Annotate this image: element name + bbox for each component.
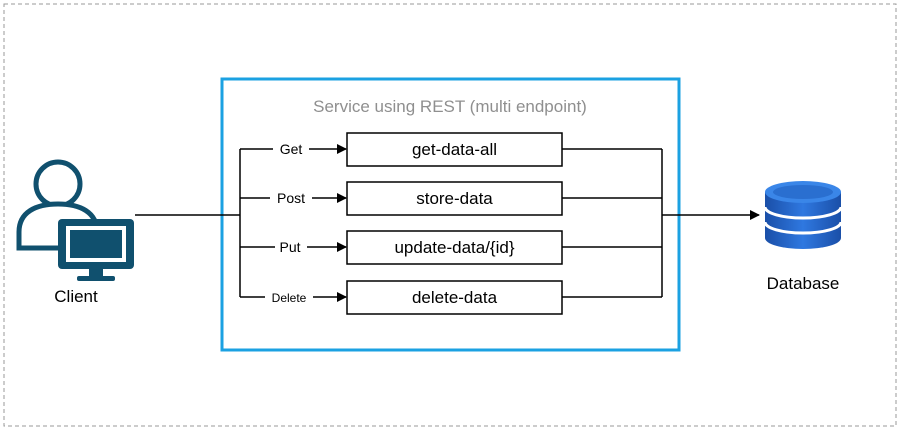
method-label-bg: [265, 290, 313, 305]
endpoint-row-0: Get get-data-all: [240, 132, 662, 167]
method-label-bg: [273, 141, 309, 157]
method-label-bg: [275, 239, 307, 255]
endpoint-row-2: Put update-data/{id}: [240, 230, 662, 265]
method-label: Get: [280, 141, 303, 157]
outer-dashed-frame: [3, 3, 897, 427]
method-label: Post: [277, 190, 305, 206]
endpoint-box: [346, 132, 563, 167]
endpoint-name: update-data/{id}: [394, 238, 514, 257]
endpoint-name: delete-data: [412, 288, 498, 307]
database-label: Database: [767, 274, 840, 293]
method-label-bg: [270, 190, 312, 206]
endpoint-row-3: Delete delete-data: [240, 280, 662, 315]
endpoint-name: get-data-all: [412, 140, 497, 159]
endpoint-box: [346, 230, 563, 265]
database-cylinder-icon: [763, 181, 843, 249]
method-label: Delete: [272, 291, 307, 305]
client-label: Client: [54, 287, 98, 306]
endpoint-name: store-data: [416, 189, 493, 208]
endpoint-box: [346, 280, 563, 315]
method-label: Put: [279, 239, 300, 255]
monitor-icon: [58, 219, 134, 281]
endpoint-box: [346, 181, 563, 216]
service-title: Service using REST (multi endpoint): [313, 97, 587, 116]
endpoint-row-1: Post store-data: [240, 181, 662, 216]
